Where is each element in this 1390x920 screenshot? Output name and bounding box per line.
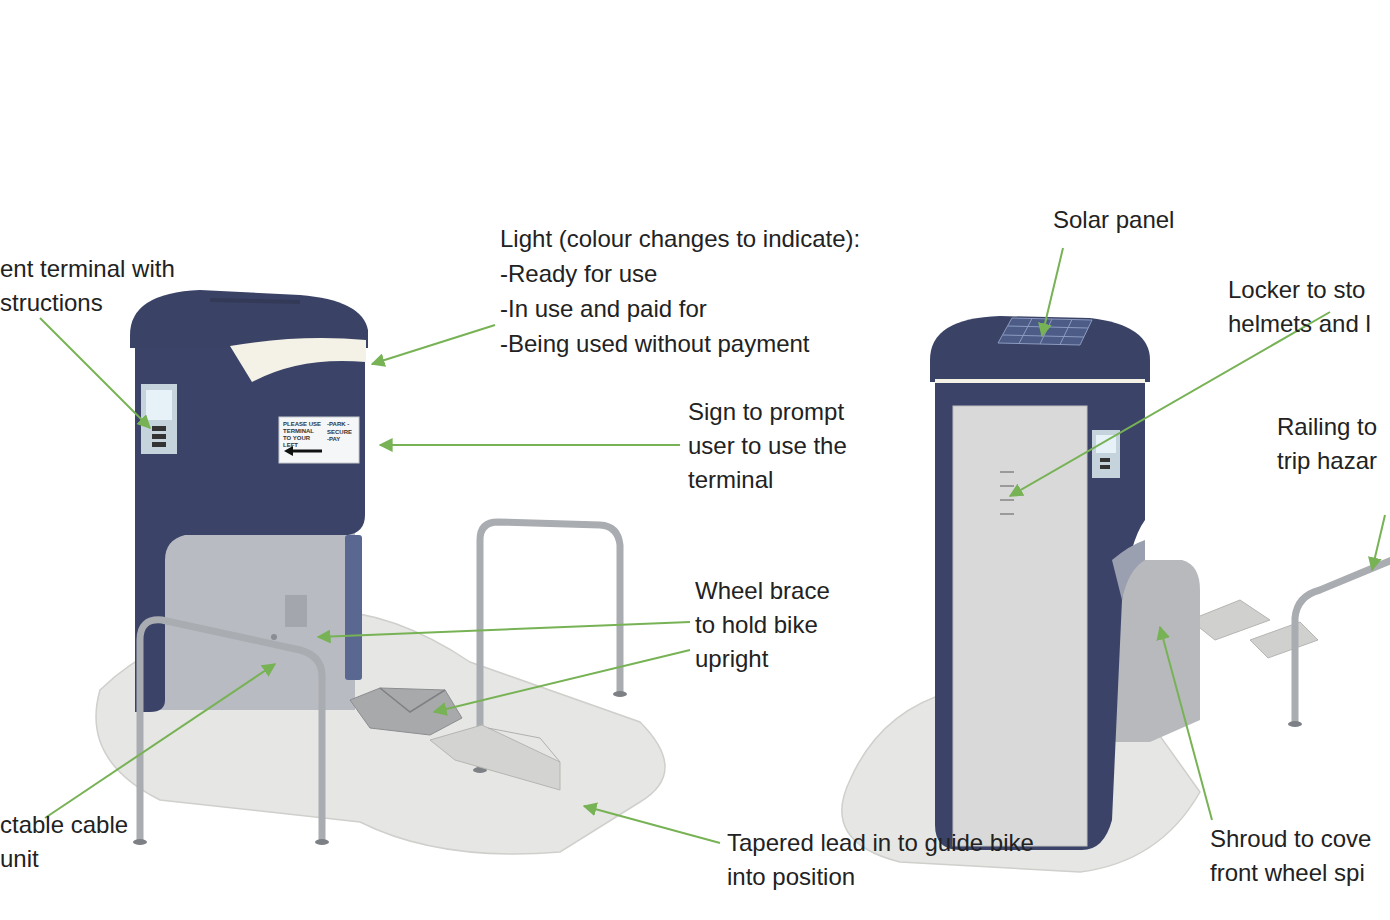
right-cap [930, 316, 1150, 382]
right-housing-part [935, 360, 1145, 850]
left-sign-panel [279, 417, 359, 463]
left-rear-railing-part [480, 522, 620, 768]
left-lower-body-part [285, 595, 307, 627]
callout-text: ent terminal with structions [0, 252, 215, 320]
locker-door-part [953, 406, 1087, 846]
right-railing-part [1295, 560, 1390, 722]
left-wheel-brace-part [350, 688, 462, 735]
left-payment-terminal-part [152, 426, 166, 431]
callout-text: Solar panel [1053, 203, 1174, 237]
left-upper-housing-part [345, 535, 362, 680]
callout-text: Tapered lead in to guide bike into posit… [727, 826, 1047, 894]
sign-text: PLEASE USE TERMINAL TO YOUR LEFT [283, 421, 323, 449]
right-lead-in-part [1250, 622, 1318, 658]
left-payment-terminal-part [141, 384, 177, 454]
right-railing [1288, 560, 1390, 727]
right-payment-terminal-part [1100, 458, 1110, 462]
callout-text: Railing to trip hazar [1277, 410, 1390, 478]
leader-lines [40, 248, 1385, 843]
left-cap-part [210, 300, 300, 302]
left-upper-housing [135, 330, 365, 712]
leader-lines-part [434, 650, 690, 712]
left-wheel-brace-part [380, 688, 445, 712]
leader-lines-part [584, 806, 720, 843]
left-tapered-lead-in-part [488, 728, 560, 762]
callout-text: ctable cable unit [0, 808, 160, 876]
right-railing-part [1288, 721, 1302, 727]
callout-item: -Being used without payment [500, 327, 810, 361]
leader-lines-part [318, 622, 690, 637]
left-wheel-brace [350, 688, 462, 735]
leader-lines-part [1160, 627, 1212, 820]
left-front-railing-part [140, 620, 322, 840]
right-payment-terminal [1092, 430, 1120, 478]
left-rear-railing-part [613, 691, 627, 697]
left-tapered-lead-in-part [430, 725, 560, 790]
leader-lines-part [40, 318, 150, 428]
left-cap-part [230, 338, 366, 382]
callout-text: Shroud to cove front wheel spi [1210, 822, 1390, 890]
right-payment-terminal-part [1100, 465, 1110, 469]
left-cap [130, 290, 368, 382]
leader-lines-part [1372, 515, 1385, 570]
leader-lines-part [380, 444, 680, 446]
left-tapered-lead-in [430, 725, 560, 790]
callout-text: Wheel brace to hold bike upright [695, 574, 847, 676]
callout-heading: Light (colour changes to indicate): [500, 222, 860, 256]
right-payment-terminal-part [1092, 430, 1120, 478]
right-lead-in-part [1190, 600, 1270, 640]
leader-lines-part [372, 325, 495, 364]
right-housing [935, 360, 1145, 850]
left-upper-housing-part [135, 330, 365, 712]
left-sign-panel-part [279, 417, 359, 463]
left-payment-terminal-part [152, 434, 166, 439]
locker-door-part [1000, 472, 1014, 514]
callout-item: -Ready for use [500, 257, 657, 291]
locker-door [953, 406, 1087, 846]
left-sign-panel-part [290, 450, 322, 453]
right-cap-part [935, 379, 1145, 383]
left-lower-body-part [271, 634, 277, 640]
left-payment-terminal-part [146, 390, 172, 420]
right-housing-part [1112, 540, 1145, 600]
right-cap-part [930, 316, 1150, 382]
left-front-railing-part [315, 839, 329, 845]
left-front-railing-part [133, 839, 147, 845]
left-payment-terminal [141, 384, 177, 454]
sign-list: -PARK -SECURE -PAY [327, 421, 355, 444]
callout-item: -In use and paid for [500, 292, 707, 326]
leader-lines-part [45, 664, 275, 818]
callout-text: Sign to prompt user to use the terminal [688, 395, 888, 497]
callout-text: Locker to sto helmets and l [1228, 273, 1390, 341]
left-payment-terminal-part [152, 442, 166, 447]
left-front-railing [133, 620, 329, 845]
leader-lines-part [1042, 248, 1063, 336]
